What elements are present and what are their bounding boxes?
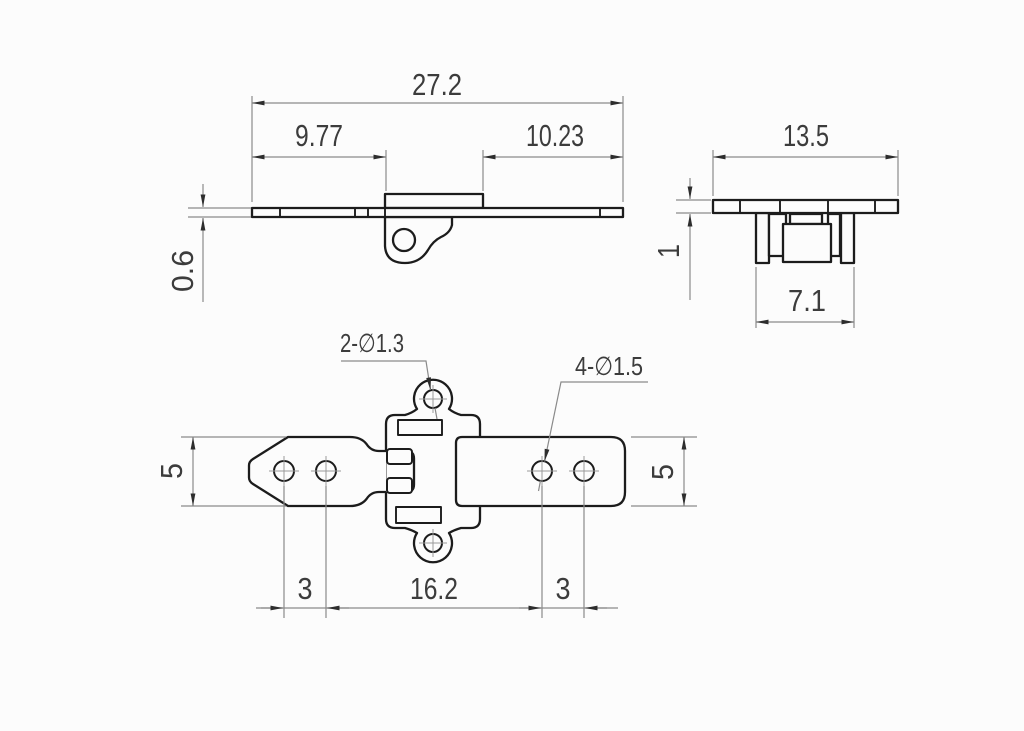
leader-line-center-holes (341, 360, 432, 391)
leader-line-arm-holes (543, 381, 648, 462)
end-view-part (711, 198, 900, 265)
center-plate-outline (384, 378, 482, 564)
end-center-block (781, 222, 833, 264)
plan-holes (269, 385, 599, 557)
dim-text-9-77: 9.77 (295, 118, 343, 153)
plan-view-dimensions: 5 5 3 16.2 3 2-∅1.3 4-∅1.5 (154, 328, 697, 618)
dim-text-1: 1 (651, 244, 686, 258)
dim-text-0-6: 0.6 (165, 250, 200, 292)
end-leaf-strip (711, 198, 900, 215)
dim-text-10-23: 10.23 (526, 118, 584, 153)
plan-view: 5 5 3 16.2 3 2-∅1.3 4-∅1.5 (154, 328, 697, 618)
label-center-plate-holes: 2-∅1.3 (340, 328, 404, 358)
hole-centerlines (269, 385, 599, 557)
label-arm-holes: 4-∅1.5 (575, 351, 643, 381)
dim-text-5-right: 5 (645, 464, 680, 480)
dim-text-5-left: 5 (154, 463, 189, 479)
dim-text-7-1: 7.1 (788, 283, 826, 318)
front-view-dimensions: 27.2 9.77 10.23 0.6 (165, 67, 624, 302)
end-view-dimensions: 13.5 1 7.1 (651, 118, 899, 328)
leader-tail-arm-holes (537, 480, 542, 492)
end-right-leg (839, 211, 856, 265)
dim-text-3-left: 3 (298, 571, 313, 606)
ext-lines-hole-pitch (283, 486, 585, 618)
dim-text-3-right: 3 (556, 571, 571, 606)
center-plate-upper-slot (397, 419, 443, 436)
dim-text-27-2: 27.2 (412, 67, 462, 102)
end-left-leg (754, 211, 771, 265)
front-knuckle (383, 215, 454, 265)
dim-text-13-5: 13.5 (783, 118, 829, 153)
front-view: 27.2 9.77 10.23 0.6 (165, 67, 625, 302)
dim-text-16-2: 16.2 (410, 571, 458, 606)
front-leaf-strip (250, 206, 625, 219)
leader-tail-center-holes (434, 407, 438, 420)
knuckle-hook-top (386, 448, 413, 465)
knuckle-hook-bottom (386, 477, 413, 494)
front-view-part (250, 192, 625, 265)
plan-view-part (247, 378, 627, 564)
end-view: 13.5 1 7.1 (651, 118, 900, 328)
center-plate-lower-slot (395, 506, 442, 524)
end-center-cap (788, 212, 824, 226)
front-pin-hole (391, 227, 417, 253)
front-center-plate-edge (383, 192, 485, 210)
